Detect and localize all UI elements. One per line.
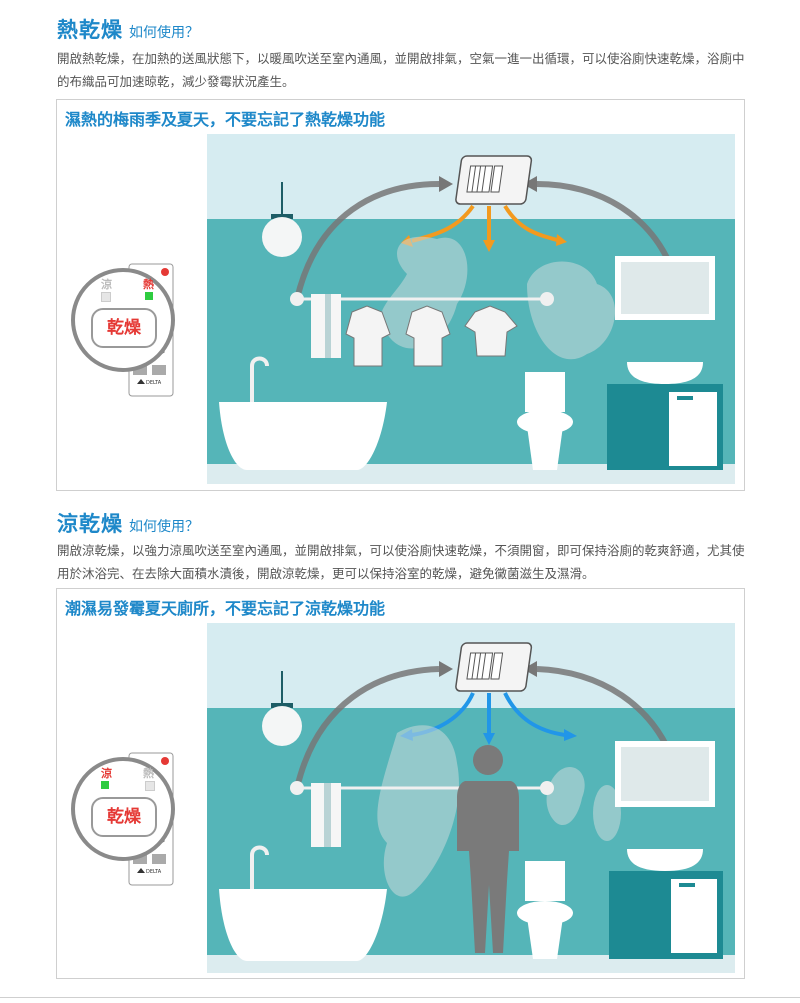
section2-box-title: 潮濕易發霉夏天廁所，不要忘記了涼乾燥功能 [65,599,386,618]
section1-cool-led [101,292,111,302]
section1-dry-button-label: 乾燥 [107,318,141,338]
lamp-icon [262,217,302,257]
section2-dry-button-label: 乾燥 [107,807,141,827]
section1-heading: 熱乾燥如何使用？ [57,14,199,44]
section2-dry-button[interactable]: 乾燥 [91,797,157,837]
shirt-icon [405,305,451,367]
section1-dry-button[interactable]: 乾燥 [91,308,157,348]
section2-indicator-icon [161,757,169,765]
section1-control-panel: DELTA 涼 熱 乾燥 [69,260,177,400]
bathtub-icon [219,889,387,961]
footer-divider [0,997,800,998]
section2-heading: 涼乾燥如何使用？ [57,508,199,538]
section1-fan-icon [455,155,533,205]
section1-hot-led [145,292,153,300]
bathtub-icon [219,402,387,470]
section2-subtitle: 如何使用？ [129,519,199,535]
section2-hot-led [145,781,155,791]
section2-hot-label: 熱 [143,767,154,780]
section1-subtitle: 如何使用？ [129,25,199,41]
section2-paragraph: 開啟涼乾燥，以強力涼風吹送至室內通風，並開啟排氣，可以使浴廁快速乾燥，不須開窗，… [57,543,745,581]
section1-hot-label: 熱 [143,278,154,291]
section2-brand: DELTA [146,869,162,875]
tshirt-icon [464,305,518,357]
section1-box-title: 濕熱的梅雨季及夏天，不要忘記了熱乾燥功能 [65,110,386,129]
section1-title: 熱乾燥 [57,18,123,42]
section1-paragraph: 開啟熱乾燥，在加熱的送風狀態下，以暖風吹送至室內通風，並開啟排氣，空氣一進一出循… [57,51,745,89]
sink-icon [627,849,703,871]
toilet-icon [525,372,565,412]
section2-cool-label: 涼 [101,767,112,780]
section1-cool-label: 涼 [101,278,112,291]
section2-bathroom-scene [207,623,735,973]
delta-logo-icon [137,379,145,384]
section2-cool-led [101,781,109,789]
section1-indicator-icon [161,268,169,276]
shirt-icon [345,305,391,367]
section2-illustration-box: 潮濕易發霉夏天廁所，不要忘記了涼乾燥功能 DELTA 涼 熱 乾燥 [56,588,745,979]
sink-icon [627,362,703,384]
section1-brand: DELTA [146,380,162,386]
lamp-icon [262,706,302,746]
delta-logo-icon [137,868,145,873]
section2-title: 涼乾燥 [57,512,123,536]
toilet-icon [525,861,565,901]
person-icon [457,745,519,953]
section2-fan-icon [455,642,533,692]
section2-control-panel: DELTA 涼 熱 乾燥 [69,749,177,889]
section1-bathroom-scene [207,134,735,484]
section1-illustration-box: 濕熱的梅雨季及夏天，不要忘記了熱乾燥功能 DELTA 涼 熱 乾燥 [56,99,745,491]
